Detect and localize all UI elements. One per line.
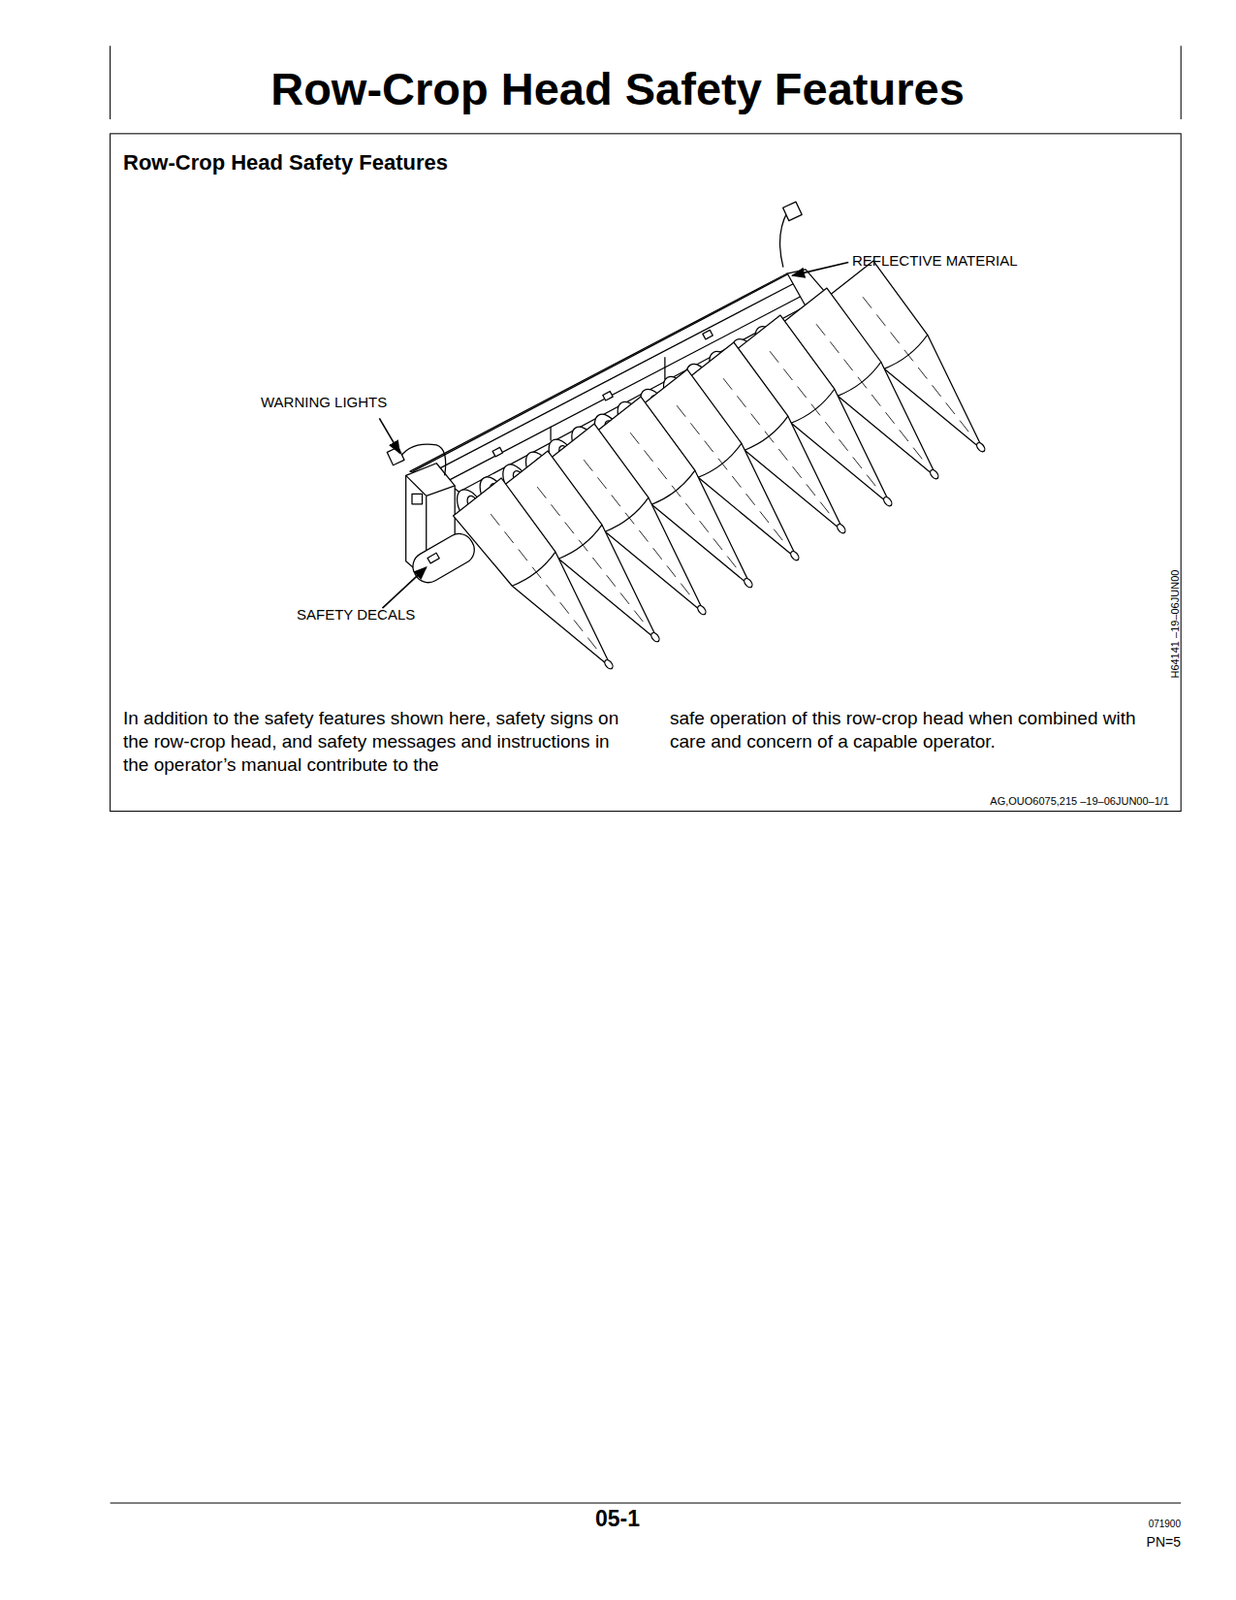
callout-label: SAFETY DECALS: [296, 605, 415, 624]
callout-label: WARNING LIGHTS: [260, 393, 387, 412]
body-text: In addition to the safety features shown…: [123, 706, 623, 777]
reference-code: AG,OUO6075,215 –19–06JUN00–1/1: [989, 794, 1170, 808]
body-text: safe operation of this row-crop head whe…: [669, 706, 1170, 754]
corn-head-illustration: [379, 201, 986, 670]
section-heading: Row-Crop Head Safety Features: [123, 150, 448, 176]
figure-id: H64141 –19–06JUN00: [1169, 570, 1182, 679]
callout-label: REFLECTIVE MATERIAL: [852, 252, 1018, 270]
page-number: 05-1: [595, 1505, 640, 1533]
page-frame: [110, 45, 1182, 1503]
page-count: PN=5: [1146, 1533, 1181, 1551]
date-code: 071900: [1148, 1518, 1181, 1530]
page-title: Row-Crop Head Safety Features: [270, 62, 965, 117]
